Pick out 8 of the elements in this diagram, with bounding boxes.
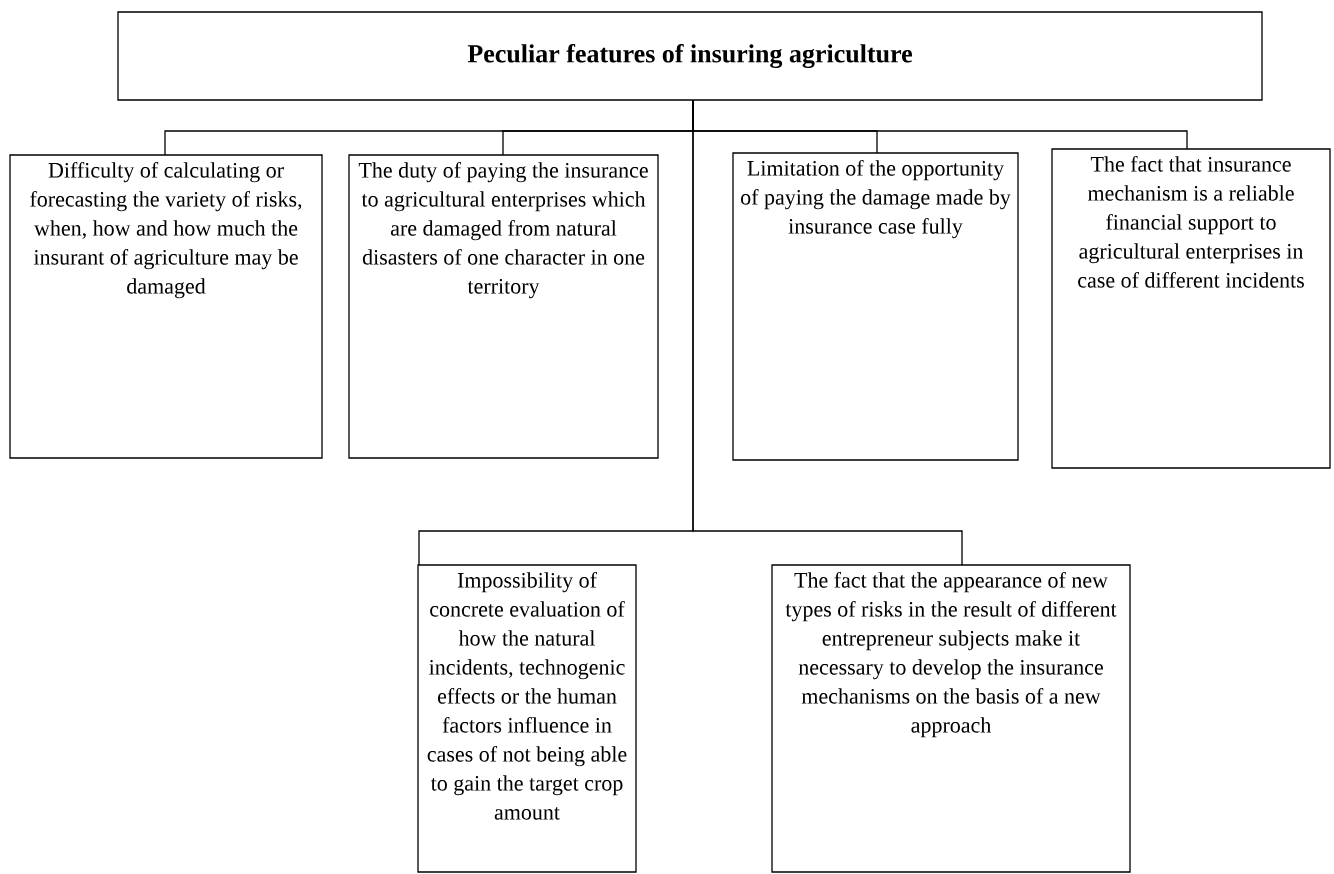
- feature-box: The duty of paying the insurance to agricultural enterprises which are damaged from natural disasters of one character in one territory: [348, 154, 659, 459]
- title-box: Peculiar features of insuring agriculture: [117, 11, 1263, 101]
- feature-box: Limitation of the opportunity of paying the damage made by insurance case fully: [732, 152, 1019, 461]
- connector-line: [692, 99, 963, 566]
- feature-box: The fact that insurance mechanism is a reliable financial support to agricultural enterprises in case of different incidents: [1051, 148, 1331, 469]
- feature-box: Difficulty of calculating or forecasting the variety of risks, when, how and how much the insurant of agriculture may be damaged: [9, 154, 323, 459]
- feature-box: Impossibility of concrete evaluation of how the natural incidents, technogenic effects or the human factors influence in cases of not being able to gain the target crop amount: [417, 564, 637, 873]
- feature-box: The fact that the appearance of new types of risks in the result of different entrepreneur subjects make it necessary to develop the insurance mechanisms on the basis of a new approach: [771, 564, 1131, 873]
